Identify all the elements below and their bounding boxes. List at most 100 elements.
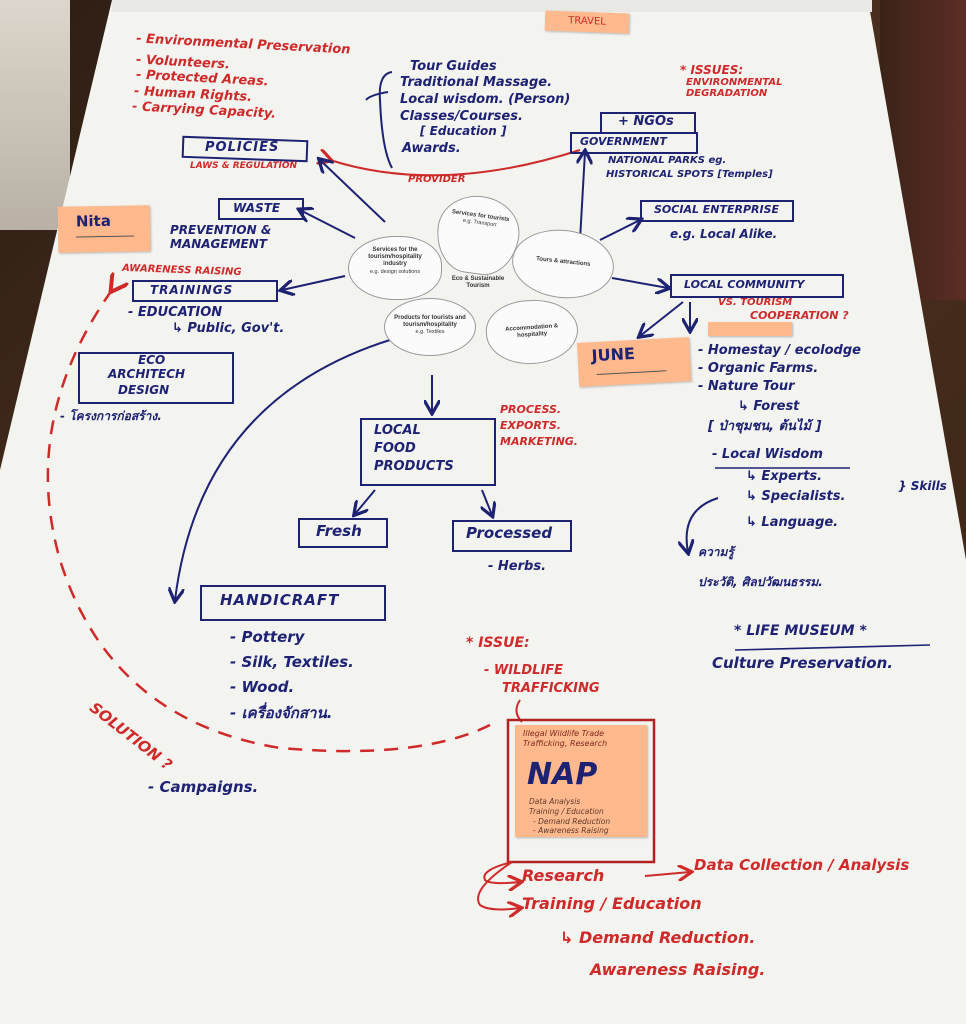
life-museum-sub: Culture Preservation.: [712, 654, 893, 672]
chain-demand: ↳ Demand Reduction.: [560, 928, 756, 947]
community-item: ↳ Forest: [738, 399, 800, 414]
trainings-pub: ↳ Public, Gov't.: [172, 321, 285, 336]
chain-training: Training / Education: [522, 894, 702, 913]
nap-note-big: NAP: [527, 757, 598, 792]
petal-center: Eco & Sustainable Tourism: [451, 276, 505, 290]
community-item: - Organic Farms.: [698, 361, 819, 376]
community-item: ↳ Language.: [746, 515, 839, 530]
nap-note-line: Training / Education: [529, 807, 604, 816]
local-community-coop: COOPERATION ?: [750, 309, 849, 322]
eco-architech-box: [78, 352, 234, 404]
eco-architech-l1: ECO: [138, 353, 166, 367]
community-item: [ ป่าชุมชน, ต้นไม้ ]: [708, 419, 822, 434]
eco-architech-l2: ARCHITECH: [108, 367, 186, 381]
government-sub: NATIONAL PARKS eg.: [608, 155, 727, 166]
services-list-item: Local wisdom. (Person): [400, 92, 571, 107]
waste-sub2: MANAGEMENT: [170, 237, 267, 251]
government-sub2: HISTORICAL SPOTS [Temples]: [606, 169, 773, 180]
nap-note-line: Data Analysis: [529, 797, 581, 806]
top-note-text: TRAVEL: [568, 15, 606, 28]
trainings-box: [132, 280, 278, 302]
waste-sub1: PREVENTION &: [170, 223, 272, 237]
waste-title: WASTE: [233, 201, 281, 215]
social-enterprise-box: [640, 200, 794, 222]
local-food-l1: LOCAL: [374, 423, 421, 438]
eco-architech-thai: - โครงการก่อสร้าง.: [60, 409, 162, 423]
issue-wildlife-title: * ISSUE:: [466, 635, 530, 651]
community-item: - Local Wisdom: [712, 447, 823, 462]
nap-note-line: - Demand Reduction: [533, 817, 611, 826]
nita-note-text: Nita: [75, 211, 112, 231]
ngos-label: + NGOs: [618, 114, 674, 129]
trainings-title: TRAININGS: [150, 283, 234, 297]
nap-sticky-note: Illegal Wildlife Trade Trafficking, Rese…: [515, 725, 647, 837]
community-item: - Nature Tour: [698, 379, 795, 394]
life-museum-title: * LIFE MUSEUM *: [734, 623, 867, 639]
policies-title: POLICIES: [205, 140, 280, 155]
issues-text: ENVIRONMENTAL DEGRADATION: [686, 77, 783, 99]
wall-corner: [0, 0, 70, 230]
government-box: [570, 132, 698, 154]
issue-wildlife-l2: TRAFFICKING: [502, 681, 600, 696]
policies-sub: LAWS & REGULATION: [190, 161, 298, 171]
waste-box: [218, 198, 304, 220]
handicraft-box: [200, 585, 386, 621]
eco-architech-l3: DESIGN: [118, 383, 170, 397]
community-item: ประวัติ, ศิลปวัฒนธรรม.: [698, 575, 823, 589]
social-enterprise-sub: e.g. Local Alike.: [670, 227, 778, 241]
nita-note-scribble: [76, 235, 135, 238]
services-list-item: Awards.: [402, 141, 461, 156]
issue-wildlife-l1: - WILDLIFE: [484, 663, 564, 678]
chain-research: Research: [522, 866, 605, 885]
chain-awareness: Awareness Raising.: [590, 960, 766, 979]
chain-data: Data Collection / Analysis: [694, 856, 910, 874]
community-item: } Skills: [898, 479, 947, 493]
community-item: ความรู้: [698, 545, 734, 559]
local-community-title: LOCAL COMMUNITY: [684, 278, 805, 291]
processed-box: [452, 520, 572, 552]
community-item: ↳ Specialists.: [746, 489, 846, 504]
nap-note-line: - Awareness Raising: [533, 826, 609, 835]
petal-products: Products for tourists and tourism/hospit…: [384, 298, 476, 356]
small-sticky-note: [708, 322, 792, 336]
handicraft-item: - Wood.: [230, 678, 295, 696]
trainings-edu: - EDUCATION: [128, 305, 223, 320]
services-list-item: Tour Guides: [410, 59, 497, 74]
processed-label: Processed: [466, 524, 553, 542]
local-food-box: [360, 418, 496, 486]
paper-top-strip: [112, 0, 872, 12]
handicraft-item: - Pottery: [230, 628, 305, 646]
services-list-item: Classes/Courses.: [400, 109, 523, 124]
herbs-label: - Herbs.: [488, 559, 547, 574]
process-item: EXPORTS.: [500, 419, 561, 432]
june-note-text: JUNE: [591, 343, 636, 366]
government-title: GOVERNMENT: [580, 135, 667, 148]
nita-sticky-note: Nita: [57, 205, 151, 253]
issues-title: * ISSUES:: [680, 63, 744, 77]
services-list-item: Traditional Massage.: [400, 75, 553, 90]
process-item: PROCESS.: [500, 403, 562, 416]
nap-note-top: Illegal Wildlife Trade Trafficking, Rese…: [523, 729, 608, 748]
june-sticky-note: JUNE: [576, 337, 692, 387]
local-food-l3: PRODUCTS: [374, 459, 454, 474]
provider-label: PROVIDER: [408, 174, 466, 185]
handicraft-item: - เครื่องจักสาน.: [230, 704, 333, 722]
local-community-box: [670, 274, 844, 298]
local-food-l2: FOOD: [374, 441, 416, 456]
community-item: - Homestay / ecolodge: [698, 343, 861, 358]
fresh-box: [298, 518, 388, 548]
fresh-label: Fresh: [316, 522, 362, 540]
social-enterprise-title: SOCIAL ENTERPRISE: [654, 203, 780, 216]
handicraft-title: HANDICRAFT: [220, 591, 340, 609]
june-note-scribble: [596, 370, 667, 375]
campaigns-label: - Campaigns.: [148, 778, 259, 796]
local-community-vs: VS. TOURISM: [718, 297, 793, 308]
handicraft-item: - Silk, Textiles.: [230, 653, 354, 671]
petal-services-industry: Services for the tourism/hospitality ind…: [348, 236, 442, 300]
process-item: MARKETING.: [500, 435, 578, 448]
services-list-item: [ Education ]: [420, 124, 507, 138]
top-sticky-note: TRAVEL: [544, 10, 630, 34]
community-item: ↳ Experts.: [746, 469, 823, 484]
